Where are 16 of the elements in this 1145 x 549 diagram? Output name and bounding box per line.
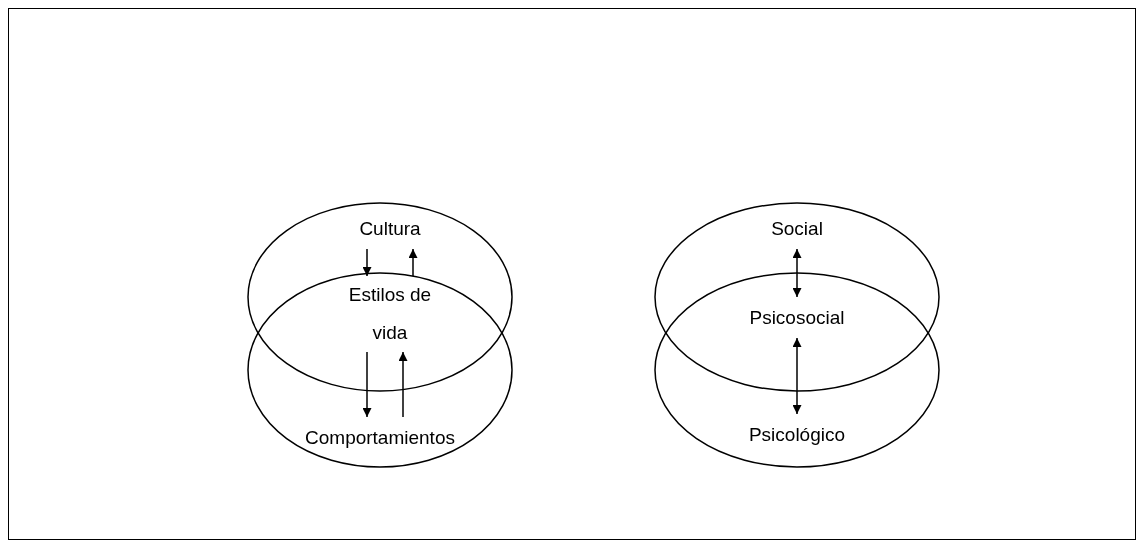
circle <box>654 202 940 392</box>
arrow <box>362 248 372 277</box>
node-label: Cultura <box>330 208 450 249</box>
node-label: Estilos de vida <box>335 276 445 352</box>
node-label: Psicológico <box>727 414 867 455</box>
arrow <box>792 248 802 298</box>
arrow <box>408 248 418 277</box>
circle <box>654 272 940 468</box>
node-label: Social <box>737 208 857 249</box>
arrow <box>398 351 408 418</box>
arrow <box>362 351 372 418</box>
node-label: Psicosocial <box>727 297 867 338</box>
circle <box>247 272 513 468</box>
node-label: Comportamientos <box>300 417 460 458</box>
circle <box>247 202 513 392</box>
arrow <box>792 337 802 415</box>
